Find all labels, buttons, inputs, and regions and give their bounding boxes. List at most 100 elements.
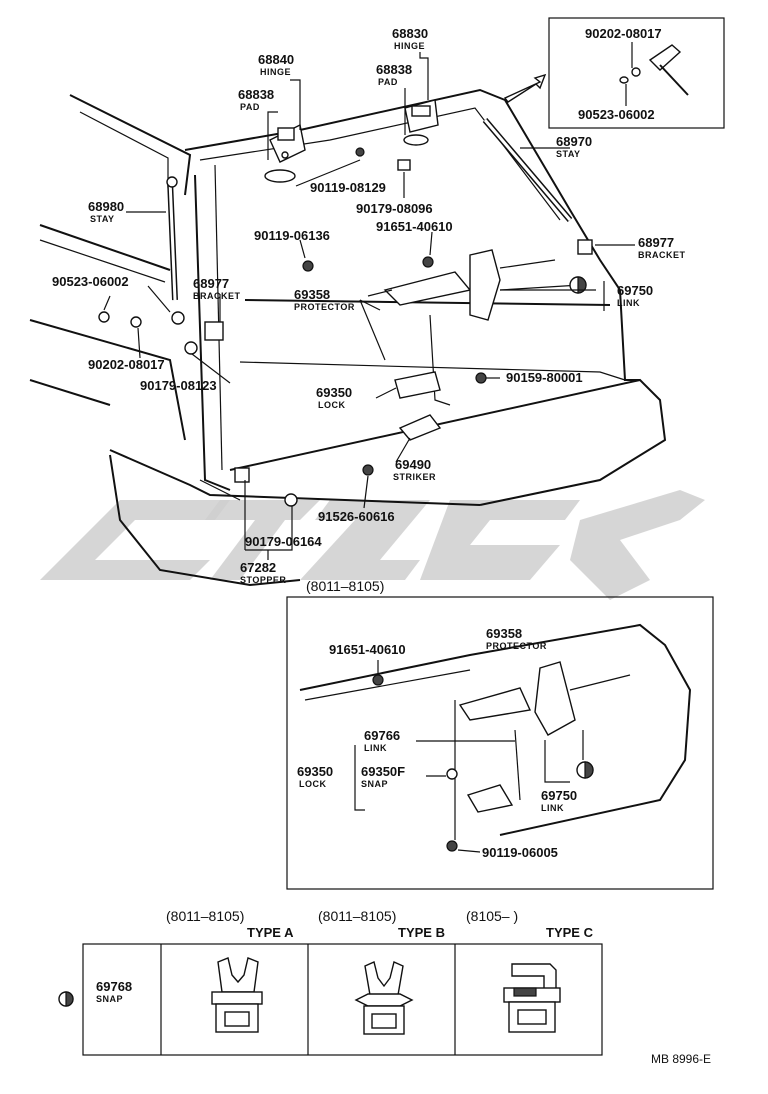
type-a-range: (8011–8105): [166, 908, 244, 924]
leader-lines: [103, 52, 635, 560]
snap-type-table: (8011–8105) TYPE A (8011–8105) TYPE B (8…: [58, 908, 603, 1056]
part-stay-68970: [482, 118, 573, 222]
snap-marker-table: [58, 991, 74, 1007]
label-68830: 68830 HINGE: [392, 26, 428, 51]
part-bracket-right: [577, 239, 593, 255]
label-90523-06002: 90523-06002: [52, 274, 129, 289]
inset-top-right: 90202-08017 90523-06002: [548, 17, 725, 129]
part-nut-90179-08123: [184, 341, 198, 355]
svg-text:STAY: STAY: [90, 214, 115, 224]
car-body-outline: [29, 88, 667, 587]
part-bolt-91651: [422, 256, 434, 268]
part-striker-69490: [398, 414, 442, 441]
svg-text:68830: 68830: [392, 26, 428, 41]
sub-label-69750: 69750 LINK: [541, 788, 577, 813]
svg-text:69750: 69750: [617, 283, 653, 298]
svg-text:PROTECTOR: PROTECTOR: [486, 641, 547, 651]
sub-label-90119-06005: 90119-06005: [482, 845, 558, 860]
svg-text:LINK: LINK: [617, 298, 640, 308]
svg-text:HINGE: HINGE: [260, 67, 291, 77]
svg-text:69766: 69766: [364, 728, 400, 743]
svg-text:69490: 69490: [395, 457, 431, 472]
inset-part-num-1: 90202-08017: [585, 26, 662, 41]
label-67282: 67282 STOPPER: [240, 560, 286, 585]
footer-code: MB 8996-E: [651, 1052, 711, 1066]
type-a-label: TYPE A: [247, 925, 294, 940]
snap-marker-main: [569, 276, 587, 294]
label-68980: 68980 STAY: [88, 199, 124, 224]
snap-type-b-drawing: [354, 961, 414, 1035]
sub-label-91651-40610: 91651-40610: [329, 642, 406, 657]
direction-arrow: [503, 73, 547, 103]
svg-text:LINK: LINK: [541, 803, 564, 813]
part-bolt-91526: [362, 464, 374, 476]
type-b-range: (8011–8105): [318, 908, 396, 924]
svg-text:69350: 69350: [316, 385, 352, 400]
label-90119-08129: 90119-08129: [310, 180, 386, 195]
part-bolt-90119-06136: [302, 260, 314, 272]
svg-text:SNAP: SNAP: [361, 779, 388, 789]
svg-text:68977: 68977: [638, 235, 674, 250]
label-90159-80001: 90159-80001: [506, 370, 583, 385]
label-90202-08017: 90202-08017: [88, 357, 165, 372]
label-90179-08123: 90179-08123: [140, 378, 217, 393]
svg-text:LINK: LINK: [364, 743, 387, 753]
svg-text:LOCK: LOCK: [318, 400, 346, 410]
sub-label-69350: 69350 LOCK: [297, 764, 333, 789]
part-stopper-67282: [234, 467, 250, 483]
part-bracket-left: [204, 321, 224, 341]
part-lock-linkage: [429, 249, 581, 406]
label-69358: 69358 PROTECTOR: [294, 287, 355, 312]
part-hinge-left: [269, 123, 306, 163]
label-68840: 68840 HINGE: [258, 52, 294, 77]
label-90179-08096: 90179-08096: [356, 201, 433, 216]
part-stay-68980: [166, 176, 185, 325]
part-hinge-right: [404, 99, 439, 133]
svg-text:PROTECTOR: PROTECTOR: [294, 302, 355, 312]
snap-type-c-drawing: [503, 963, 561, 1033]
svg-text:PAD: PAD: [378, 77, 398, 87]
svg-text:68838: 68838: [376, 62, 412, 77]
snap-part-num: 69768: [96, 979, 132, 994]
svg-text:BRACKET: BRACKET: [638, 250, 686, 260]
svg-text:HINGE: HINGE: [394, 41, 425, 51]
svg-text:PAD: PAD: [240, 102, 260, 112]
label-69750: 69750 LINK: [603, 281, 653, 311]
part-washer-90523: [98, 311, 110, 323]
svg-text:69750: 69750: [541, 788, 577, 803]
part-nut-90179-08096: [397, 159, 411, 171]
snap-part-name: SNAP: [96, 994, 123, 1004]
part-washer-90202: [130, 316, 142, 328]
label-68977-left: 68977 BRACKET: [193, 276, 241, 301]
label-90179-06164: 90179-06164: [245, 534, 322, 549]
label-91526-60616: 91526-60616: [318, 509, 395, 524]
part-lock-69350: [394, 371, 441, 399]
svg-text:69350: 69350: [297, 764, 333, 779]
svg-text:69358: 69358: [294, 287, 330, 302]
label-68970: 68970 STAY: [556, 134, 592, 159]
svg-text:68970: 68970: [556, 134, 592, 149]
part-pad-left: [264, 169, 296, 183]
type-c-range: (8105– ): [466, 908, 518, 924]
label-91651-40610: 91651-40610: [376, 219, 453, 234]
svg-text:69350F: 69350F: [361, 764, 405, 779]
part-protector-69358: [383, 271, 472, 306]
part-bolt-90159: [475, 372, 487, 384]
svg-text:68838: 68838: [238, 87, 274, 102]
svg-text:68980: 68980: [88, 199, 124, 214]
watermark-logo: [40, 490, 705, 600]
svg-text:67282: 67282: [240, 560, 276, 575]
label-68838-left: 68838 PAD: [238, 87, 274, 112]
sub-label-69350F: 69350F SNAP: [361, 764, 405, 789]
svg-text:68977: 68977: [193, 276, 229, 291]
part-bolt-90119-08129: [355, 147, 365, 157]
type-b-label: TYPE B: [398, 925, 445, 940]
sub-label-69766: 69766 LINK: [364, 728, 400, 753]
label-69490: 69490 STRIKER: [393, 457, 436, 482]
part-pad-right: [403, 134, 429, 146]
svg-text:BRACKET: BRACKET: [193, 291, 241, 301]
label-90119-06136: 90119-06136: [254, 228, 330, 243]
svg-text:STRIKER: STRIKER: [393, 472, 436, 482]
label-68838-right: 68838 PAD: [376, 62, 412, 87]
